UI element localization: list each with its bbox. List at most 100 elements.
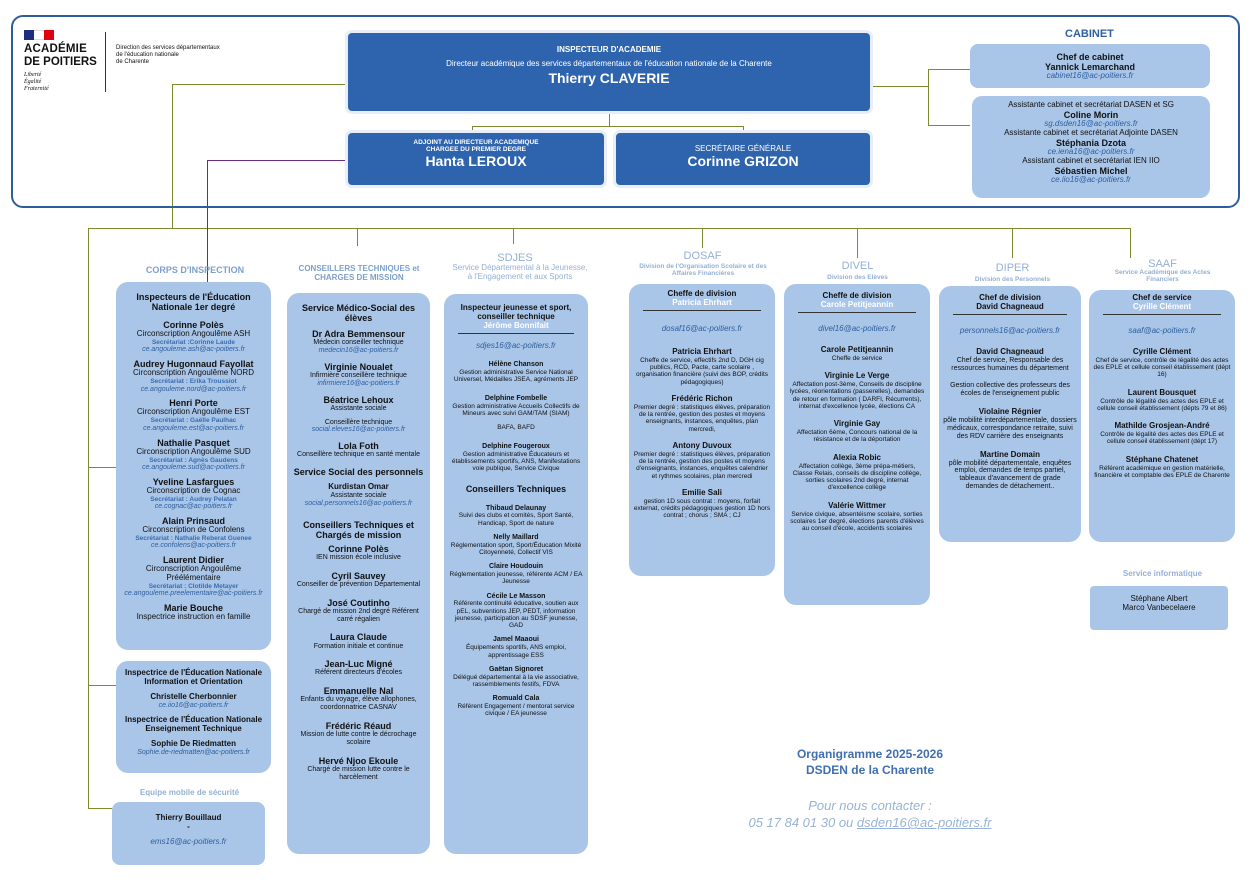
person-mail[interactable]: ce.angouleme.ash@ac-poitiers.fr bbox=[142, 346, 245, 354]
person-mail[interactable]: medecin16@ac-poitiers.fr bbox=[318, 347, 399, 355]
person-role: Référent académique en gestion matériell… bbox=[1094, 464, 1230, 479]
dosaf-title: DOSAF bbox=[683, 250, 722, 262]
person-mail[interactable]: social.eleves16@ac-poitiers.fr bbox=[311, 426, 406, 434]
ien-io-mail[interactable]: ce.iio16@ac-poitiers.fr bbox=[158, 701, 229, 709]
person-name: Cécile Le Masson bbox=[486, 592, 546, 600]
person-name: Patricia Ehrhart bbox=[672, 346, 732, 356]
person-mail[interactable]: ce.confolens@ac-poitiers.fr bbox=[151, 542, 236, 550]
sdjes-mail[interactable]: sdjes16@ac-poitiers.fr bbox=[476, 340, 556, 350]
person-role: Contrôle de légalité des actes des EPLE … bbox=[1097, 397, 1227, 412]
cabinet-assistant-mail-1[interactable]: sg.dsden16@ac-poitiers.fr bbox=[1044, 119, 1138, 129]
person-role: Service civique, absentéisme scolaire, s… bbox=[790, 510, 924, 533]
person-name: Béatrice Lehoux bbox=[323, 394, 394, 405]
ien-et-mail[interactable]: Sophie.de-riedmatten@ac-poitiers.fr bbox=[137, 748, 250, 756]
ems-dash: - bbox=[187, 821, 190, 831]
cabinet-chef-box: Chef de cabinet Yannick Lemarchand cabin… bbox=[970, 44, 1210, 88]
cabinet-title: CABINET bbox=[1065, 28, 1114, 40]
person-mail[interactable]: ce.angouleme.est@ac-poitiers.fr bbox=[143, 424, 244, 432]
social-personnels-mail[interactable]: social.personnels16@ac-poitiers.fr bbox=[304, 499, 413, 507]
ems-mail[interactable]: ems16@ac-poitiers.fr bbox=[150, 836, 227, 846]
cabinet-assistant-role-1: Assistante cabinet et secrétariat DASEN … bbox=[1008, 100, 1174, 109]
person-name: Carole Petitjeannin bbox=[820, 344, 894, 354]
person-name: Valérie Wittmer bbox=[828, 500, 886, 510]
ien-io-name: Christelle Cherbonnier bbox=[150, 691, 237, 701]
corps-box-title: Inspecteurs de l'Éducation Nationale 1er… bbox=[136, 292, 251, 313]
logo-academie: ACADÉMIE bbox=[24, 43, 87, 55]
person-circ: Circonscription Angoulême Préélémentaire bbox=[145, 563, 242, 582]
ien-io-title: Inspectrice de l'Éducation Nationale Inf… bbox=[124, 668, 263, 686]
person-mail[interactable]: infirmiere16@ac-poitiers.fr bbox=[317, 379, 400, 387]
person-name: Laura Claude bbox=[329, 632, 387, 643]
person-role: pôle mobilité départementale, enquêtes e… bbox=[948, 459, 1072, 490]
diper-mail[interactable]: personnels16@ac-poitiers.fr bbox=[959, 325, 1061, 335]
saaf-box: Chef de service Cyrille Clément saaf@ac-… bbox=[1089, 290, 1235, 542]
person-role: Réglementation sport, Sport/Éducation Mi… bbox=[450, 541, 582, 556]
ems-name: Thierry Bouillaud bbox=[155, 813, 222, 822]
person-role: Référent directeurs d'écoles bbox=[315, 669, 402, 677]
person-role: Premier degré : statistiques élèves, pré… bbox=[633, 403, 771, 433]
person-name: Martine Domain bbox=[979, 449, 1040, 459]
ems-box: Thierry Bouillaud - ems16@ac-poitiers.fr bbox=[112, 802, 265, 865]
person-name: Virginie Le Verge bbox=[824, 371, 890, 381]
person-role: Conseiller de prévention Départemental bbox=[296, 580, 421, 588]
social-personnels-title: Service Social des personnels bbox=[293, 467, 424, 478]
cabinet-assistant-mail-3[interactable]: ce.iio16@ac-poitiers.fr bbox=[1051, 175, 1131, 184]
person-entry: Gestion collective des professeurs des é… bbox=[939, 382, 1081, 398]
ien-io-box: Inspectrice de l'Éducation Nationale Inf… bbox=[116, 661, 271, 773]
ien-et-title: Inspectrice de l'Éducation Nationale Ens… bbox=[124, 714, 263, 733]
logo-block: ACADÉMIE DE POITIERS Liberté Égalité Fra… bbox=[24, 30, 254, 100]
person-mail[interactable]: ce.angouleme.nord@ac-poitiers.fr bbox=[140, 385, 247, 393]
person-secretariat: Secrétariat : Audrey Pelatan bbox=[150, 495, 237, 503]
person-mail[interactable]: ce.angouleme.preelementaire@ac-poitiers.… bbox=[124, 590, 263, 598]
person-name: Dr Adra Bemmensour bbox=[312, 329, 405, 340]
person-role: Formation initiale et continue bbox=[313, 642, 404, 650]
cabinet-assistants-box: Assistante cabinet et secrétariat DASEN … bbox=[972, 96, 1210, 198]
dosaf-mail[interactable]: dosaf16@ac-poitiers.fr bbox=[661, 323, 743, 333]
dosaf-head-name: Patricia Ehrhart bbox=[672, 297, 732, 307]
corps-box: Inspecteurs de l'Éducation Nationale 1er… bbox=[116, 282, 271, 650]
person-mail[interactable]: ce.angouleme.sud@ac-poitiers.fr bbox=[142, 463, 245, 471]
cabinet-chef-mail[interactable]: cabinet16@ac-poitiers.fr bbox=[1046, 71, 1134, 81]
person-name: Antony Duvoux bbox=[672, 440, 732, 450]
saaf-mail[interactable]: saaf@ac-poitiers.fr bbox=[1128, 325, 1196, 335]
divel-mail[interactable]: divel16@ac-poitiers.fr bbox=[818, 323, 896, 333]
sdjes-ct-title: Conseillers Techniques bbox=[465, 484, 567, 495]
logo-motto-2: Égalité bbox=[24, 79, 42, 85]
person-secretariat: Secrétariat : Agnès Gaudens bbox=[149, 456, 238, 464]
person-mail[interactable]: ce.cognac@ac-poitiers.fr bbox=[154, 502, 233, 510]
divel-title: DIVEL bbox=[841, 260, 874, 272]
person-role: Contrôle de légalité des actes des EPLE … bbox=[1100, 431, 1224, 446]
logo-motto-1: Liberté bbox=[24, 72, 42, 78]
logo-service-1: Direction des services départementaux bbox=[116, 45, 220, 51]
person-role: Suivi des clubs et comités, Sport Santé,… bbox=[458, 512, 574, 527]
person-name: Hélène Chanson bbox=[488, 360, 544, 368]
adjoint-name: Hanta LEROUX bbox=[425, 153, 527, 169]
person-name: Virginie Gay bbox=[833, 419, 881, 429]
person-name: Yveline Lasfargues bbox=[152, 476, 235, 487]
person-role: Réglementation jeunesse, référente ACM /… bbox=[449, 571, 583, 586]
cabinet-assistant-mail-2[interactable]: ce.iena16@ac-poitiers.fr bbox=[1047, 147, 1135, 157]
person-name: Laurent Didier bbox=[162, 554, 224, 565]
person-role: Référente continuité éducative, soutien … bbox=[453, 600, 579, 630]
person-circ: Inspectrice instruction en famille bbox=[136, 612, 251, 622]
director-name: Thierry CLAVERIE bbox=[548, 70, 670, 86]
person-name: Marie Bouche bbox=[163, 602, 223, 613]
contact-mail[interactable]: dsden16@ac-poitiers.fr bbox=[856, 815, 992, 830]
person-circ: Circonscription de Confolens bbox=[142, 524, 245, 534]
